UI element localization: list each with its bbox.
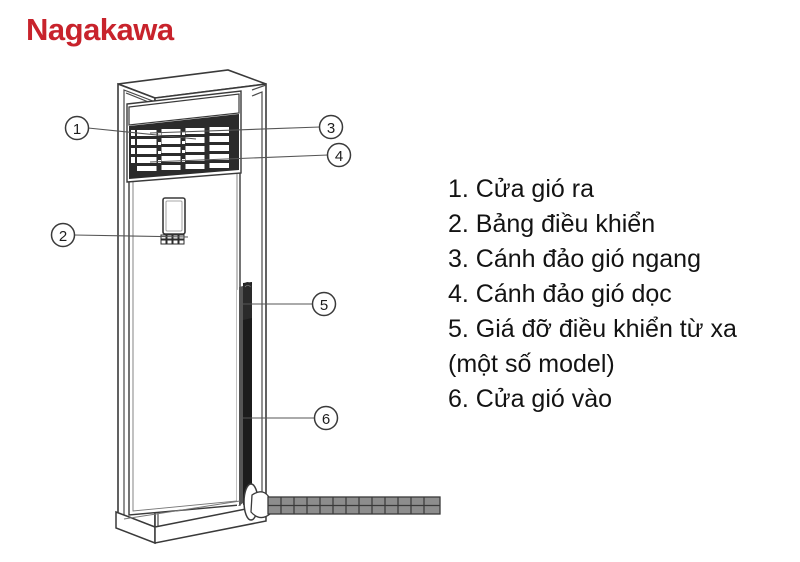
callout-4[interactable]: 4 — [326, 142, 352, 168]
callout-3[interactable]: 3 — [318, 114, 344, 140]
air-outlet-grille — [126, 90, 242, 183]
callout-5-number: 5 — [320, 297, 328, 314]
callout-leader-lines — [73, 126, 329, 419]
brand-logo: Nagakawa — [26, 12, 174, 47]
air-conditioner-diagram: 1 2 3 4 5 6 — [50, 69, 441, 545]
control-panel — [160, 197, 186, 245]
callout-2-number: 2 — [59, 228, 67, 245]
legend-item-5: 5. Giá đỡ điều khiển từ xa — [448, 315, 737, 343]
callout-4-number: 4 — [335, 148, 343, 165]
callout-3-number: 3 — [327, 120, 335, 137]
callout-5[interactable]: 5 — [311, 291, 337, 317]
callout-2[interactable]: 2 — [50, 222, 76, 248]
callout-6-number: 6 — [322, 411, 330, 428]
legend-item-5-note: (một số model) — [448, 350, 615, 378]
legend-item-3: 3. Cánh đảo gió ngang — [448, 245, 701, 273]
callout-6[interactable]: 6 — [313, 405, 339, 431]
parts-legend: 1. Cửa gió ra 2. Bảng điều khiển 3. Cánh… — [448, 172, 778, 417]
drain-hose — [243, 483, 441, 521]
legend-item-4: 4. Cánh đảo gió dọc — [448, 280, 672, 308]
legend-item-2: 2. Bảng điều khiển — [448, 210, 656, 238]
legend-item-6: 6. Cửa gió vào — [448, 385, 613, 413]
callout-1-number: 1 — [73, 121, 81, 138]
cabinet-base — [115, 500, 267, 545]
legend-item-1: 1. Cửa gió ra — [448, 175, 594, 203]
callout-1[interactable]: 1 — [64, 115, 90, 141]
side-air-inlet-strip — [237, 282, 252, 507]
